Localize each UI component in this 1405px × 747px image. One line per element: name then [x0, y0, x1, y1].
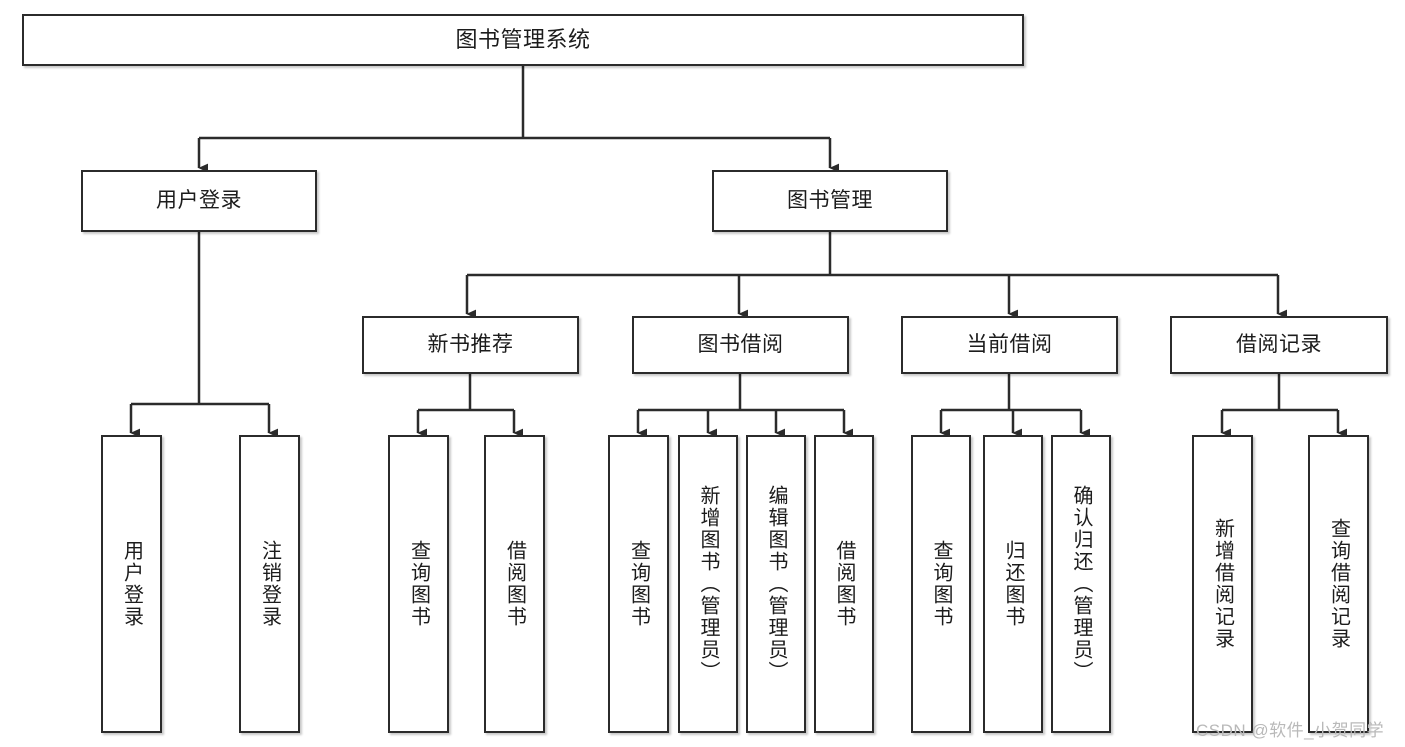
node-leaf-return-book[interactable]: 归还图书 [983, 435, 1043, 733]
node-book-management[interactable]: 图书管理 [712, 170, 948, 232]
node-label: 借阅图书 [833, 540, 855, 628]
node-leaf-borrow-book-1[interactable]: 借阅图书 [484, 435, 545, 733]
node-user-login[interactable]: 用户登录 [81, 170, 317, 232]
node-leaf-user-login[interactable]: 用户登录 [101, 435, 162, 733]
watermark-label: CSDN @软件_小贺同学 [1196, 721, 1385, 740]
node-label: 归还图书 [1002, 540, 1024, 628]
node-label: 图书管理系统 [455, 26, 591, 52]
node-leaf-add-record[interactable]: 新增借阅记录 [1192, 435, 1253, 733]
node-label: 查询图书 [930, 540, 952, 628]
node-label: 确认归还（管理员） [1070, 485, 1092, 683]
node-leaf-confirm-return[interactable]: 确认归还（管理员） [1051, 435, 1111, 733]
node-label: 查询图书 [407, 540, 430, 628]
node-label: 当前借阅 [966, 333, 1053, 357]
edge-layer [129, 66, 1348, 438]
node-new-book-recommend[interactable]: 新书推荐 [362, 316, 579, 374]
node-leaf-query-record[interactable]: 查询借阅记录 [1308, 435, 1369, 733]
node-label: 查询借阅记录 [1327, 518, 1350, 650]
node-label: 新书推荐 [427, 333, 514, 357]
node-label: 编辑图书（管理员） [765, 485, 787, 683]
node-label: 借阅记录 [1236, 333, 1322, 357]
node-borrow-record[interactable]: 借阅记录 [1170, 316, 1388, 374]
node-leaf-add-book[interactable]: 新增图书（管理员） [678, 435, 738, 733]
node-leaf-logout[interactable]: 注销登录 [239, 435, 300, 733]
node-label: 图书管理 [787, 189, 873, 213]
node-leaf-query-book-1[interactable]: 查询图书 [388, 435, 449, 733]
node-leaf-query-book-2[interactable]: 查询图书 [608, 435, 669, 733]
node-label: 新增借阅记录 [1211, 518, 1234, 650]
node-label: 借阅图书 [503, 540, 526, 628]
node-label: 用户登录 [156, 189, 242, 213]
node-leaf-borrow-book-2[interactable]: 借阅图书 [814, 435, 874, 733]
node-label: 新增图书（管理员） [697, 485, 719, 683]
node-label: 图书借阅 [697, 333, 784, 357]
node-root-system[interactable]: 图书管理系统 [22, 14, 1024, 66]
node-label: 注销登录 [258, 540, 281, 628]
node-label: 用户登录 [120, 540, 143, 628]
node-leaf-query-book-3[interactable]: 查询图书 [911, 435, 971, 733]
node-label: 查询图书 [627, 540, 650, 628]
node-current-borrow[interactable]: 当前借阅 [901, 316, 1118, 374]
node-book-borrow[interactable]: 图书借阅 [632, 316, 849, 374]
node-leaf-edit-book[interactable]: 编辑图书（管理员） [746, 435, 806, 733]
